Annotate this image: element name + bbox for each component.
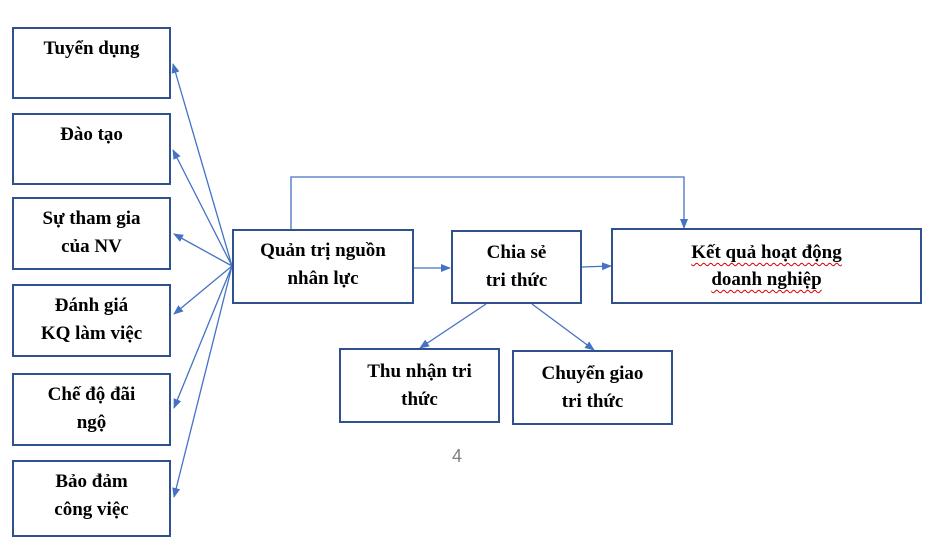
box-ket-qua-line1-text: Kết quả hoạt động: [691, 242, 842, 263]
page-number: 4: [451, 446, 462, 466]
box-su-tham-gia-line1: Sự tham gia: [42, 208, 141, 229]
box-chuyen-giao-line2: tri thức: [561, 390, 624, 412]
box-bao-dam: Bảo đảm công việc: [12, 460, 171, 537]
arrow-chia-se-to-ket-qua: [581, 262, 612, 271]
box-quan-tri-line1: Quản trị nguồn: [260, 240, 386, 261]
box-ket-qua-line2-text: doanh nghiệp: [711, 269, 822, 290]
line-chia-se-to-chuyen-giao: [531, 303, 595, 351]
box-chia-se-tri-thuc: Chia sẻ tri thức: [451, 230, 582, 304]
box-ket-qua-line1: Kết quả hoạt động: [613, 239, 920, 266]
arrow-hrm-to-su-tham-gia: [173, 233, 233, 267]
box-che-do-line1: Chế độ đãi: [47, 384, 136, 405]
arrow-hrm-to-bao-dam: [172, 265, 233, 498]
box-dao-tao-line1: Đào tạo: [60, 124, 123, 145]
arrow-hrm-to-ket-qua-top: [290, 176, 688, 229]
arrow-hrm-to-dao-tao: [172, 149, 233, 267]
box-dao-tao: Đào tạo: [12, 113, 171, 185]
box-che-do: Chế độ đãi ngộ: [12, 373, 171, 446]
arrow-hrm-to-tuyen-dung: [171, 63, 233, 267]
line-chia-se-to-thu-nhan: [419, 303, 487, 349]
box-thu-nhan-line2: thức: [401, 388, 438, 410]
box-su-tham-gia-line2: của NV: [61, 236, 122, 257]
box-quan-tri-nguon-nhan-luc: Quản trị nguồn nhân lực: [232, 229, 414, 304]
arrow-hrm-to-danh-gia: [173, 265, 233, 315]
box-bao-dam-line1: Bảo đảm: [55, 471, 128, 492]
box-danh-gia-line2: KQ làm việc: [40, 323, 143, 344]
arrow-hrm-to-che-do: [173, 265, 233, 409]
box-tuyen-dung-line1: Tuyển dụng: [43, 38, 140, 59]
box-thu-nhan-line1: Thu nhận tri: [367, 360, 472, 382]
box-chia-se-line1: Chia sẻ: [486, 242, 547, 263]
box-thu-nhan-tri-thuc: Thu nhận tri thức: [339, 348, 500, 423]
box-che-do-line2: ngộ: [76, 412, 107, 433]
box-chia-se-line2: tri thức: [485, 270, 548, 291]
box-su-tham-gia: Sự tham gia của NV: [12, 197, 171, 270]
box-chuyen-giao-line1: Chuyển giao: [541, 362, 644, 384]
box-quan-tri-line2: nhân lực: [287, 268, 359, 289]
box-bao-dam-line2: công việc: [54, 499, 129, 520]
box-chuyen-giao-tri-thuc: Chuyển giao tri thức: [512, 350, 673, 425]
box-danh-gia: Đánh giá KQ làm việc: [12, 284, 171, 357]
box-ket-qua-hoat-dong: Kết quả hoạt động doanh nghiệp: [611, 228, 922, 304]
box-tuyen-dung: Tuyển dụng: [12, 27, 171, 99]
box-ket-qua-line2: doanh nghiệp: [613, 266, 920, 293]
box-danh-gia-line1: Đánh giá: [54, 295, 129, 316]
